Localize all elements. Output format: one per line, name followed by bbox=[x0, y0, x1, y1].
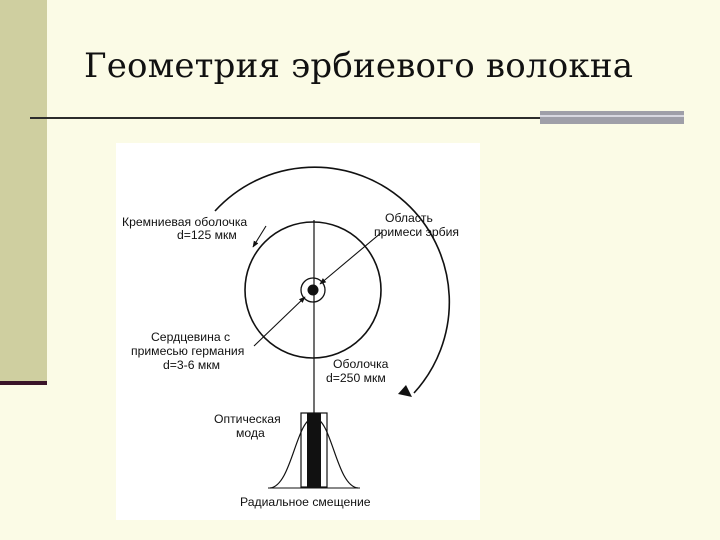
fiber-geometry-diagram: Кремниевая оболочка d=125 мкм Область пр… bbox=[122, 166, 459, 509]
title-rule-block bbox=[540, 111, 684, 124]
slide-title: Геометрия эрбиевого волокна bbox=[84, 46, 634, 86]
label-core-dopant: примесью германия bbox=[131, 344, 244, 358]
label-silica-cladding: Кремниевая оболочка bbox=[122, 215, 247, 229]
left-accent-edge bbox=[0, 381, 47, 385]
label-erbium-region-2: примеси эрбия bbox=[374, 225, 459, 239]
coating-arc-arrow bbox=[398, 385, 412, 397]
core-dot bbox=[307, 284, 319, 296]
label-radial-axis: Радиальное смещение bbox=[240, 495, 371, 509]
fiber-geometry-figure: Кремниевая оболочка d=125 мкм Область пр… bbox=[116, 143, 480, 520]
title-rule bbox=[30, 117, 540, 119]
cladding-leader bbox=[252, 225, 267, 248]
label-core: Сердцевина с bbox=[151, 330, 230, 344]
label-optical-mode: Оптическая bbox=[214, 412, 281, 426]
erbium-ring bbox=[300, 277, 326, 303]
coating-arc bbox=[214, 166, 451, 394]
label-core-diameter: d=3-6 мкм bbox=[163, 358, 220, 372]
cladding-circle bbox=[244, 221, 382, 359]
label-coating: Оболочка bbox=[333, 357, 389, 371]
core-leader bbox=[253, 296, 306, 347]
left-accent-bar bbox=[0, 0, 47, 383]
mode-core-bar bbox=[307, 413, 321, 487]
label-erbium-region: Область bbox=[385, 211, 433, 225]
label-coating-diameter: d=250 мкм bbox=[326, 371, 386, 385]
erbium-leader bbox=[319, 231, 383, 285]
label-silica-cladding-diameter: d=125 мкм bbox=[177, 228, 237, 242]
label-optical-mode-2: мода bbox=[236, 426, 265, 440]
